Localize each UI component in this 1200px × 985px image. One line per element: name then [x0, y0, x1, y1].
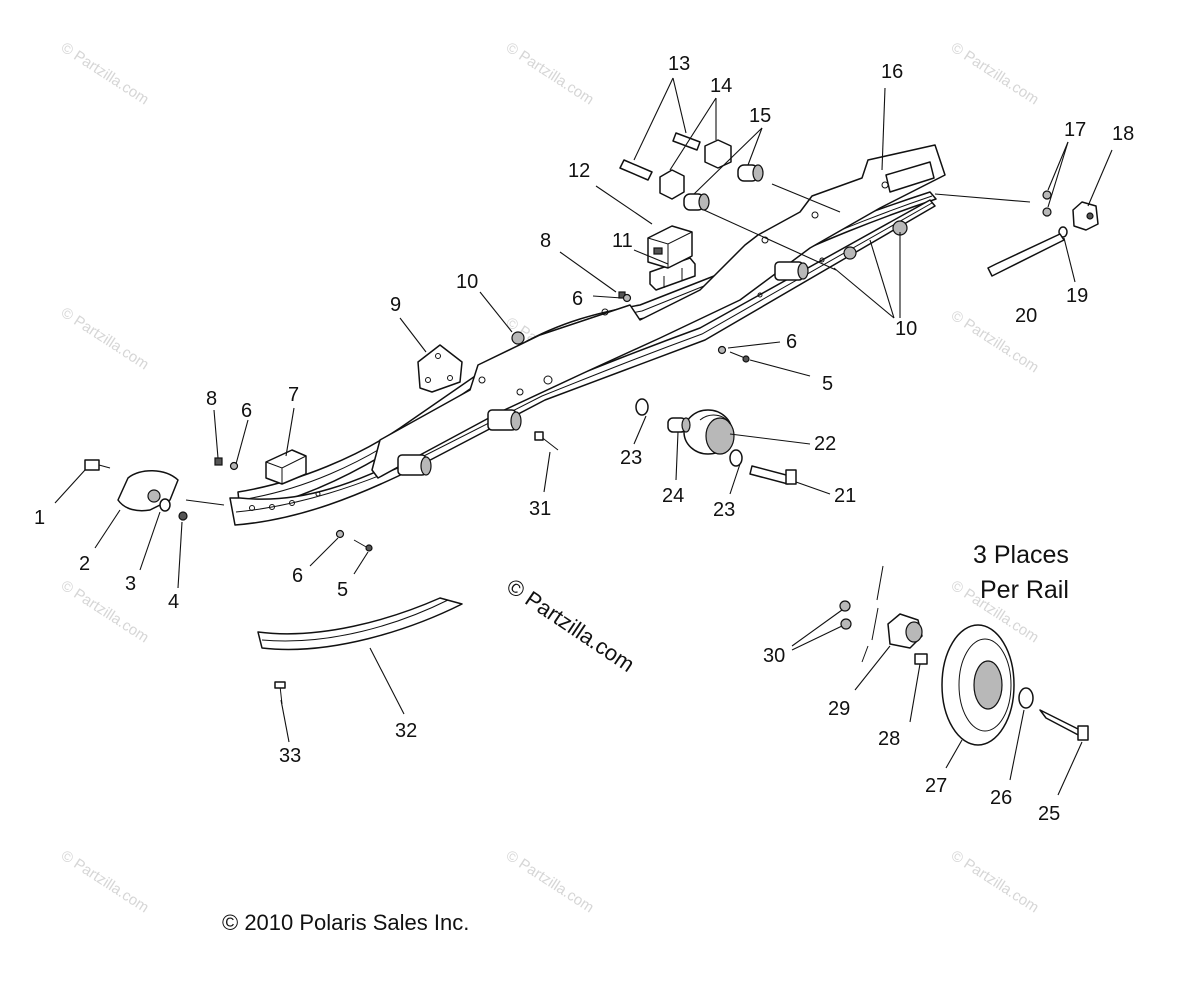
callout-6: 6 — [241, 400, 252, 422]
part-1-bolt — [84, 459, 111, 471]
callout-31: 31 — [529, 498, 551, 520]
part-23-washer — [635, 398, 743, 467]
note-line-2: Per Rail — [980, 576, 1069, 604]
part-20-bolt — [987, 233, 1065, 277]
callout-16: 16 — [881, 61, 903, 83]
callout-4: 4 — [168, 591, 179, 613]
part-3-washer — [159, 498, 171, 512]
callout-22: 22 — [814, 433, 836, 455]
callout-labels: 1 2 3 4 5 5 6 6 6 6 7 8 8 9 10 10 11 12 … — [34, 53, 1134, 825]
callout-1: 1 — [34, 507, 45, 529]
part-22-idler-wheel — [683, 409, 735, 455]
part-13-bolt — [619, 132, 701, 181]
callout-13: 13 — [668, 53, 690, 75]
callout-8: 8 — [540, 230, 551, 252]
callout-5: 5 — [337, 579, 348, 601]
callout-2: 2 — [79, 553, 90, 575]
part-11-bracket — [649, 257, 696, 291]
part-6-washer — [229, 293, 727, 539]
part-7-bumper — [265, 449, 307, 485]
part-33-screw — [274, 681, 286, 705]
callout-30: 30 — [763, 645, 785, 667]
watermark: © Partzilla.com — [58, 847, 152, 916]
callout-23: 23 — [620, 447, 642, 469]
callout-33: 33 — [279, 745, 301, 767]
watermark: © Partzilla.com — [948, 847, 1042, 916]
callout-7: 7 — [288, 384, 299, 406]
leader-lines — [54, 77, 1113, 796]
note-line-1: 3 Places — [973, 541, 1069, 569]
callout-25: 25 — [1038, 803, 1060, 825]
part-9-plate — [417, 344, 463, 393]
watermark: © Partzilla.com — [58, 304, 152, 373]
callout-10: 10 — [456, 271, 478, 293]
part-10-nut — [511, 220, 908, 345]
part-24-spacer — [667, 417, 691, 433]
callout-23: 23 — [713, 499, 735, 521]
callout-8: 8 — [206, 388, 217, 410]
part-32-wear-strip — [257, 597, 463, 651]
side-plate — [371, 144, 946, 479]
part-31-pin — [534, 431, 559, 451]
callout-28: 28 — [878, 728, 900, 750]
callout-5: 5 — [822, 373, 833, 395]
watermark: © Partzilla.com — [58, 39, 152, 108]
callout-6: 6 — [786, 331, 797, 353]
callout-12: 12 — [568, 160, 590, 182]
callout-3: 3 — [125, 573, 136, 595]
callout-14: 14 — [710, 75, 732, 97]
watermark: © Partzilla.com — [948, 39, 1042, 108]
copyright-text: © 2010 Polaris Sales Inc. — [222, 910, 469, 935]
callout-9: 9 — [390, 294, 401, 316]
callout-6: 6 — [572, 288, 583, 310]
callout-6: 6 — [292, 565, 303, 587]
brand-label: © Partzilla.com — [502, 573, 639, 677]
callout-17: 17 — [1064, 119, 1086, 141]
part-17-nut — [1042, 190, 1052, 217]
part-4-nut — [178, 511, 188, 521]
callout-27: 27 — [925, 775, 947, 797]
part-15-bushing — [683, 164, 764, 211]
callout-15: 15 — [749, 105, 771, 127]
callout-11: 11 — [612, 230, 633, 252]
part-21-bolt — [749, 465, 797, 485]
callout-19: 19 — [1066, 285, 1088, 307]
callout-26: 26 — [990, 787, 1012, 809]
callout-18: 18 — [1112, 123, 1134, 145]
rail-axle-bosses — [397, 261, 809, 476]
watermark: © Partzilla.com — [58, 577, 152, 646]
callout-10: 10 — [895, 318, 917, 340]
callout-32: 32 — [395, 720, 417, 742]
part-5-screw — [353, 351, 750, 552]
watermark: © Partzilla.com — [503, 39, 597, 108]
callout-29: 29 — [828, 698, 850, 720]
watermark: © Partzilla.com — [503, 847, 597, 916]
part-18-end-cap — [1072, 201, 1099, 231]
wheel-inset — [839, 565, 1089, 746]
part-14-bushing — [659, 139, 732, 200]
callout-20: 20 — [1015, 305, 1037, 327]
callout-21: 21 — [834, 485, 856, 507]
callout-24: 24 — [662, 485, 684, 507]
